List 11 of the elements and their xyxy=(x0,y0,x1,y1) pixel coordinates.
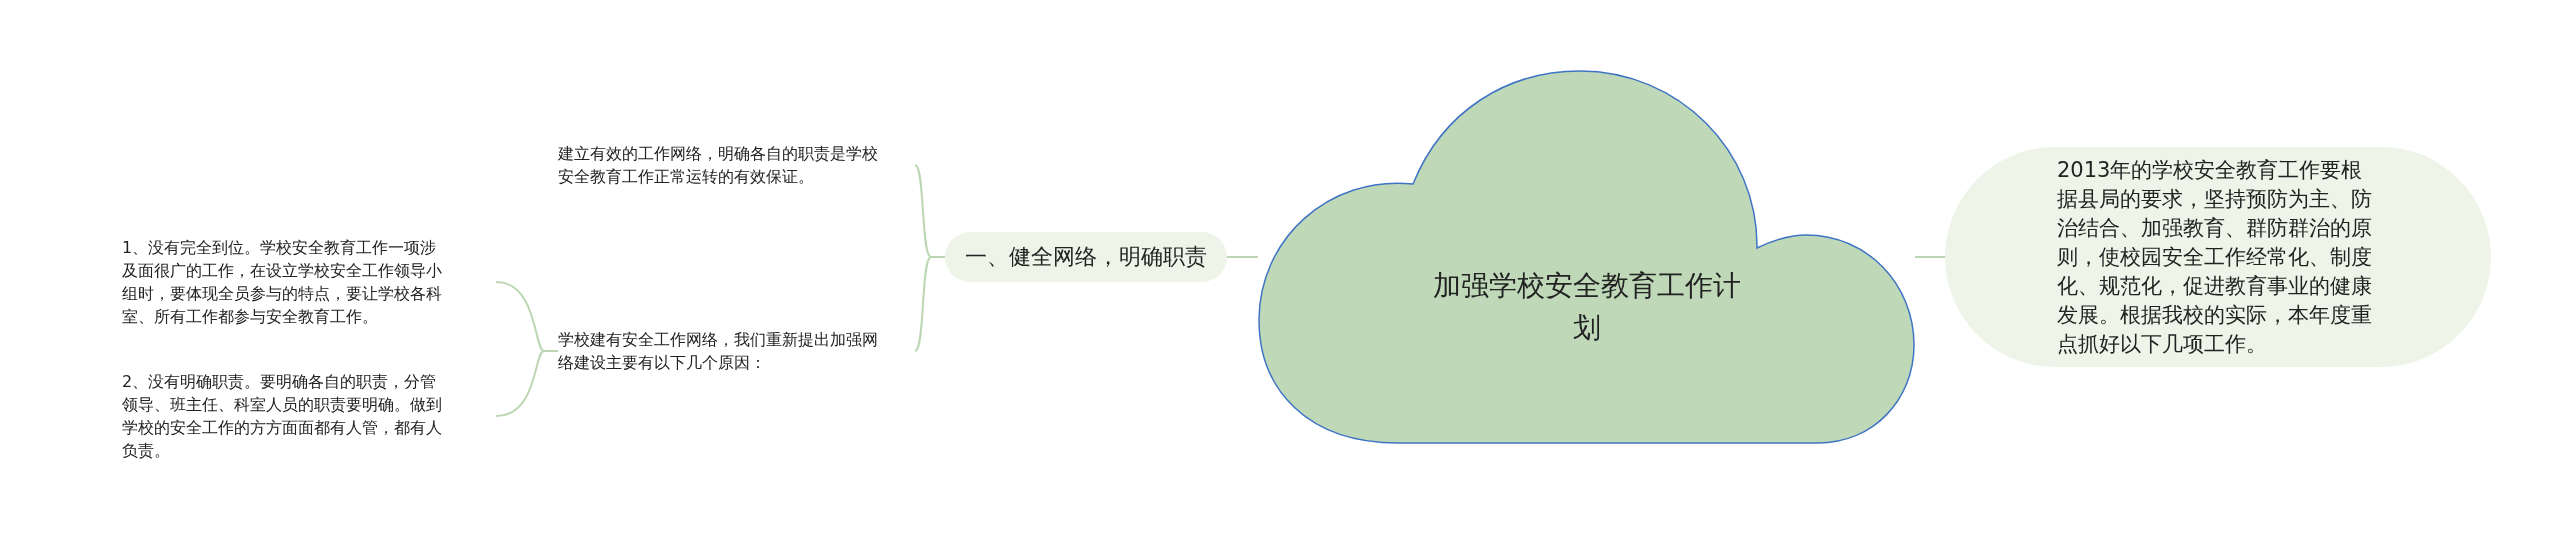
title-text: 加强学校安全教育工作计划 xyxy=(1432,268,1742,346)
summary-text: 2013年的学校安全教育工作要根据县局的要求，坚持预防为主、防治结合、加强教育、群防群治的原则，使校园安全工作经常化、制度化、规范化，促进教育事业的健康发展。根据我校的实际，本年度重点抓好以下几项工作。 xyxy=(2057,156,2373,358)
note-text: 建立有效的工作网络，明确各自的职责是学校安全教育工作正常运转的有效保证。 xyxy=(558,142,915,188)
note-text: 1、没有完全到位。学校安全教育工作一项涉及面很广的工作，在设立学校安全工作领导小组时，要体现全员参与的特点，要让学校各科室、所有工作都参与安全教育工作。 xyxy=(122,236,496,328)
topic-pill: 一、健全网络，明确职责 xyxy=(945,232,1227,282)
connector-line xyxy=(914,256,946,352)
note-text: 学校建有安全工作网络，我们重新提出加强网络建设主要有以下几个原因： xyxy=(558,328,915,374)
connector-line xyxy=(495,350,559,417)
connector-line xyxy=(1226,256,1259,258)
connector-line xyxy=(1914,256,1946,258)
note-text: 2、没有明确职责。要明确各自的职责，分管领导、班主任、科室人员的职责要明确。做到学校的安全工作的方方面面都有人管，都有人负责。 xyxy=(122,370,496,462)
